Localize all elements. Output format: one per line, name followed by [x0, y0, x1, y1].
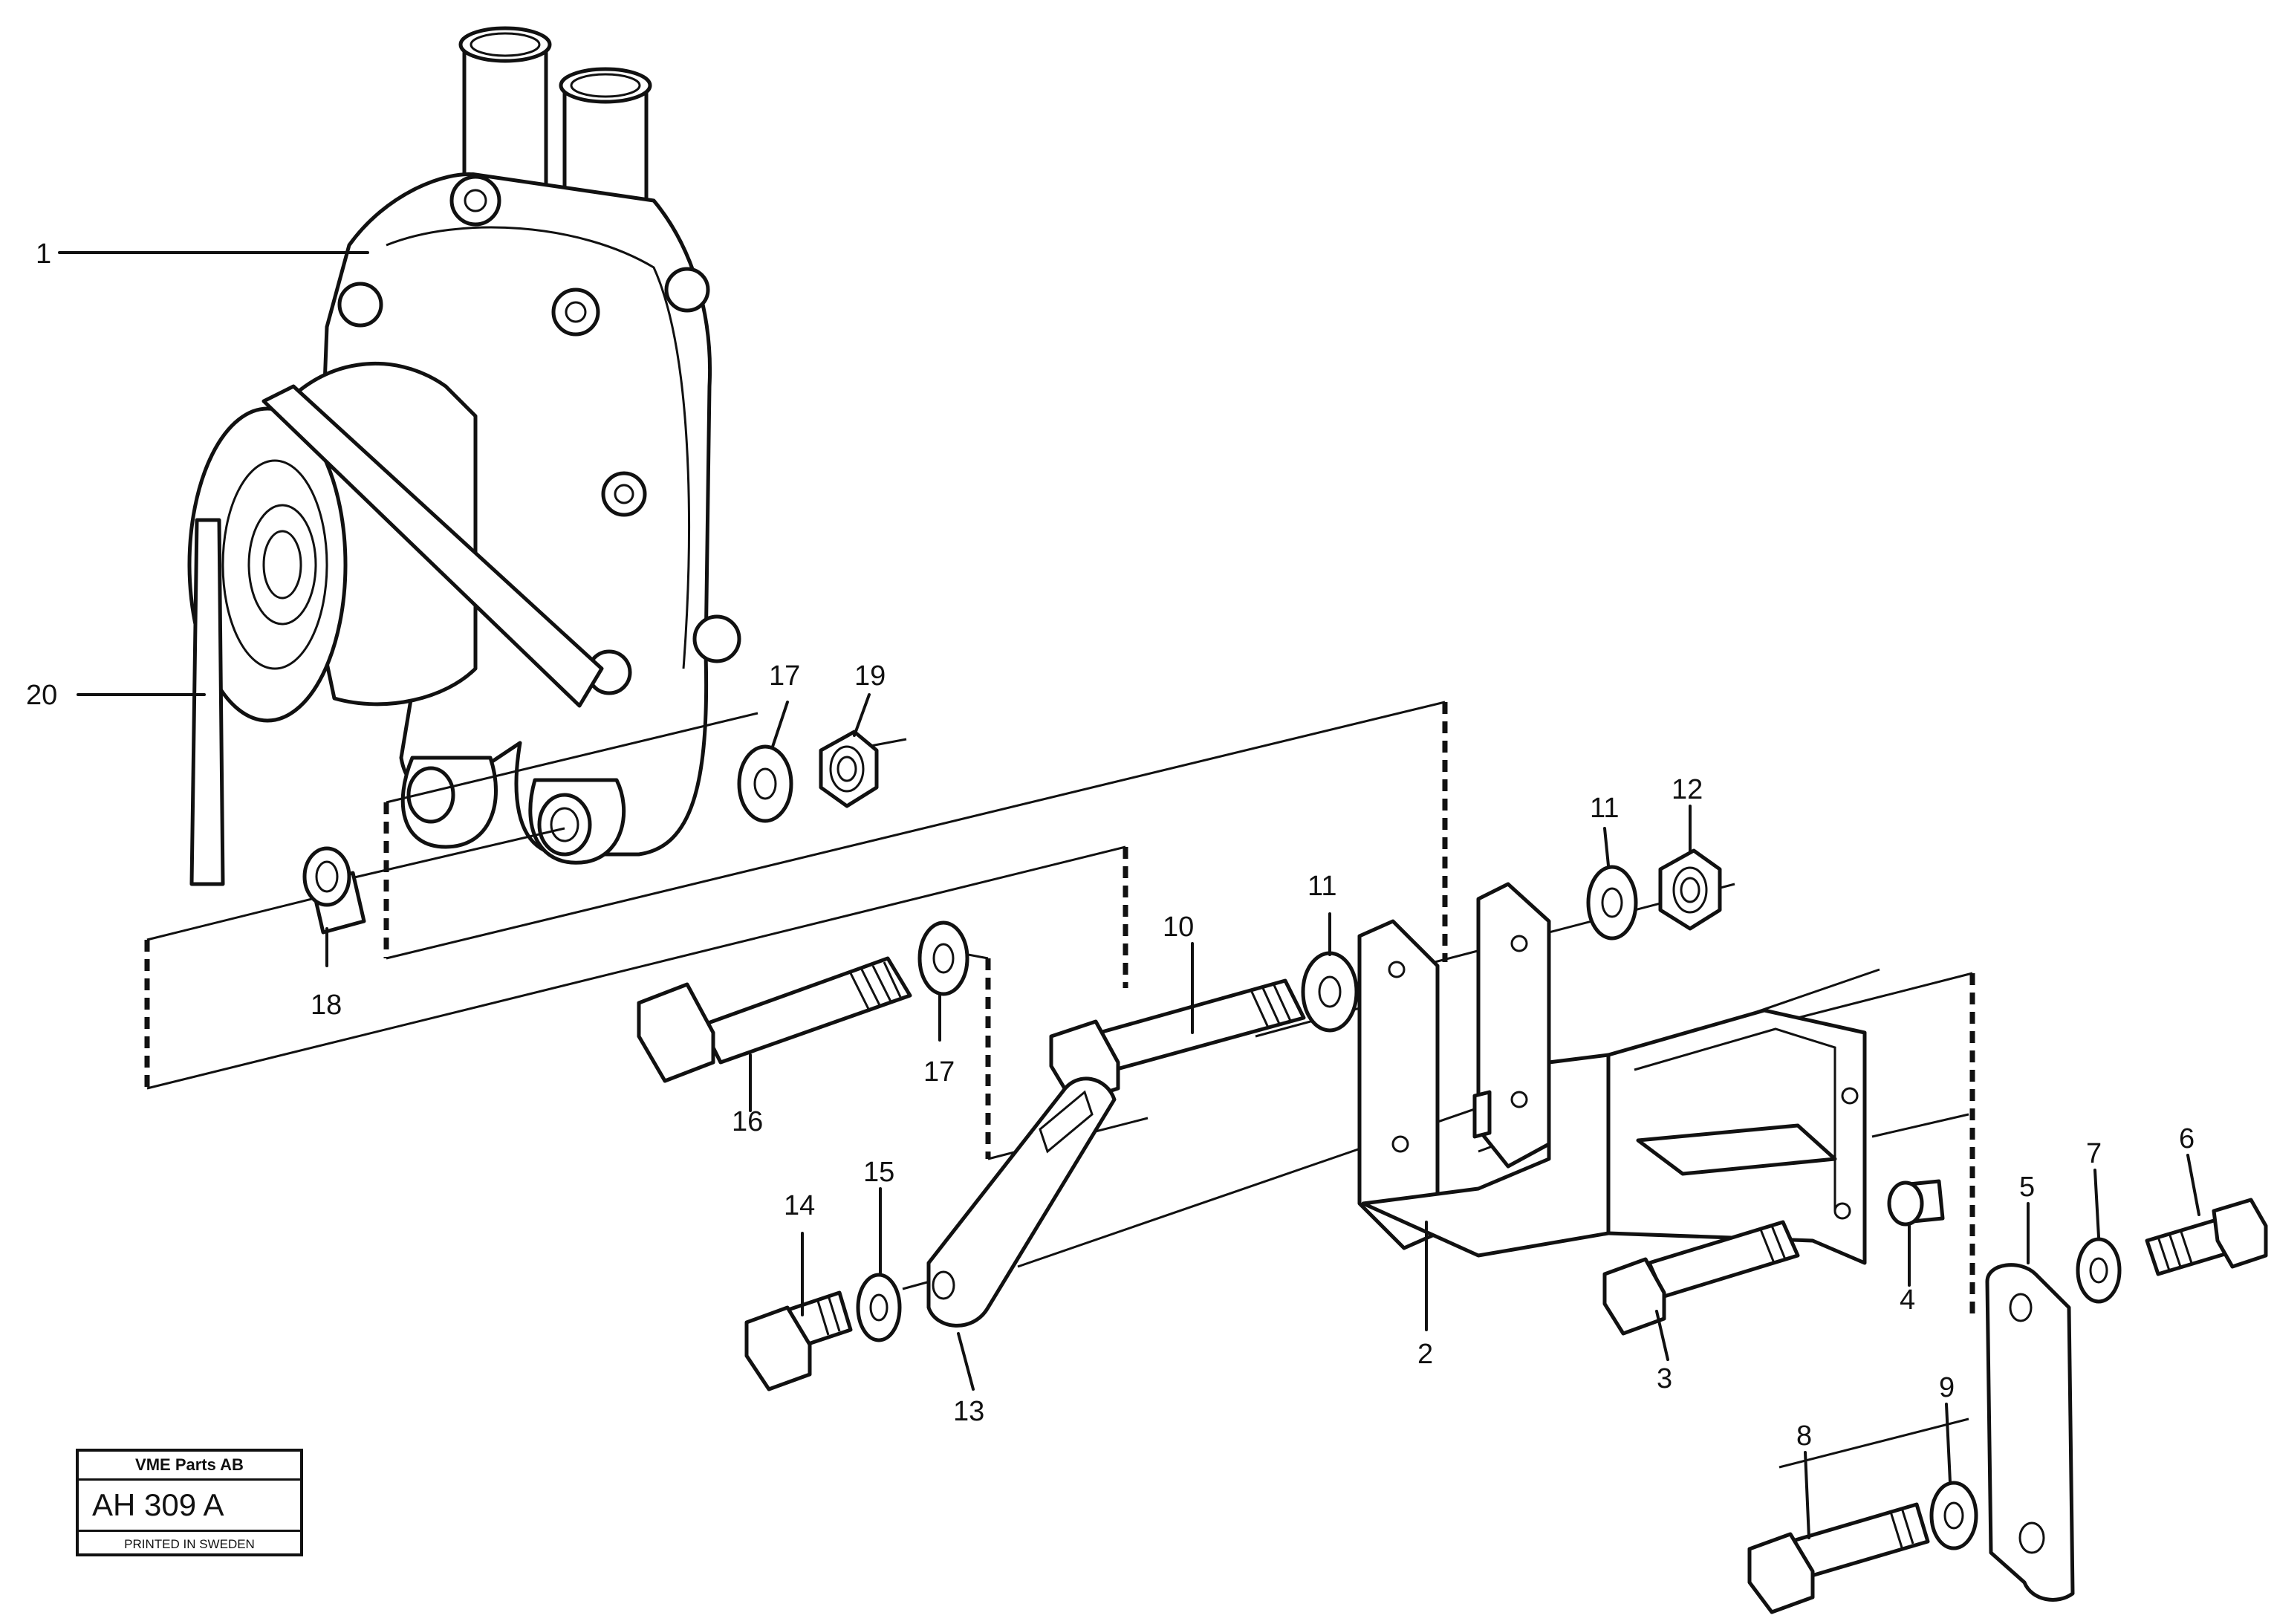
label-part-15: 15	[863, 1157, 894, 1188]
label-part-12: 12	[1672, 774, 1703, 805]
label-part-3: 3	[1657, 1363, 1672, 1394]
spacer-4	[1887, 1179, 1945, 1227]
alignment-lines	[144, 701, 1975, 1469]
washer-17-upper	[737, 744, 793, 823]
label-part-9: 9	[1939, 1372, 1955, 1403]
bolt-14	[744, 1290, 853, 1391]
label-part-20: 20	[26, 680, 57, 711]
label-part-8: 8	[1796, 1420, 1812, 1452]
label-part-6: 6	[2179, 1123, 2195, 1154]
label-part-19: 19	[854, 660, 886, 692]
leader-lines	[58, 251, 2200, 1539]
title-block: VME Parts AB AH 309 A PRINTED IN SWEDEN	[76, 1449, 303, 1556]
strap-13	[926, 1076, 1117, 1328]
part-number-labels: 1 2 3 4 5 6 7 8 9 10 11 11 12 13 14 15 1…	[26, 238, 2195, 1452]
washer-9	[1929, 1481, 1978, 1550]
nut-12	[1658, 848, 1722, 931]
label-part-13: 13	[953, 1396, 984, 1427]
drawing-code: AH 309 A	[79, 1481, 300, 1532]
washer-11-left	[1301, 951, 1359, 1033]
v-belt	[189, 518, 225, 886]
washer-17-lower	[917, 920, 969, 996]
label-part-11-right: 11	[1590, 793, 1619, 824]
label-part-17-lower: 17	[923, 1056, 955, 1088]
washer-15	[856, 1273, 902, 1342]
label-part-14: 14	[784, 1190, 815, 1221]
sleeve-18	[302, 846, 366, 935]
washer-7	[2076, 1237, 2122, 1304]
bolt-16	[637, 956, 912, 1083]
bracket-2	[1357, 882, 1867, 1265]
label-part-4: 4	[1900, 1284, 1915, 1316]
label-part-2: 2	[1417, 1339, 1433, 1370]
label-part-16: 16	[732, 1106, 763, 1137]
label-part-5: 5	[2019, 1172, 2035, 1203]
bolt-6	[2145, 1198, 2268, 1276]
label-part-17-upper: 17	[769, 660, 800, 692]
label-part-1: 1	[36, 238, 51, 270]
company-name: VME Parts AB	[79, 1452, 300, 1481]
label-part-10: 10	[1163, 912, 1194, 943]
printed-note: PRINTED IN SWEDEN	[124, 1537, 255, 1551]
strap-5	[1985, 1263, 2075, 1602]
label-part-18: 18	[311, 990, 342, 1021]
label-part-11-left: 11	[1307, 871, 1336, 902]
label-part-7: 7	[2086, 1138, 2102, 1169]
water-pump	[187, 26, 741, 865]
bolt-8	[1747, 1502, 1930, 1614]
washer-11-right	[1586, 865, 1638, 941]
nut-19	[819, 730, 879, 808]
bolt-3	[1602, 1220, 1800, 1336]
